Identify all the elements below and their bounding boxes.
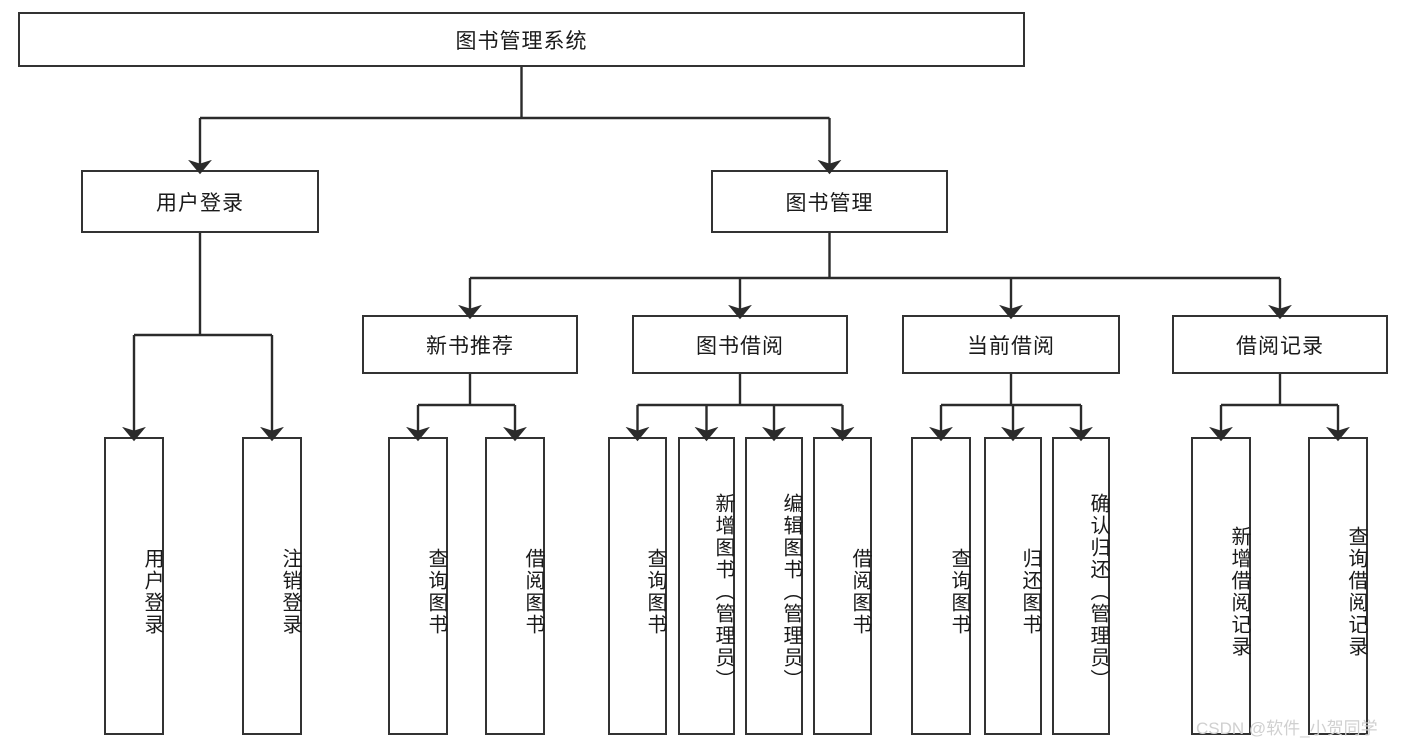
node-root[interactable]: 图书管理系统	[18, 12, 1025, 67]
node-l3_3[interactable]: 借阅记录	[1172, 315, 1388, 374]
node-leaf_5[interactable]: 新增图书（管理员）	[678, 437, 735, 735]
node-leaf_10[interactable]: 确认归还（管理员）	[1052, 437, 1110, 735]
node-l3_2[interactable]: 当前借阅	[902, 315, 1120, 374]
node-leaf_6[interactable]: 编辑图书（管理员）	[745, 437, 803, 735]
node-leaf_0[interactable]: 用户登录	[104, 437, 164, 735]
node-leaf_2[interactable]: 查询图书	[388, 437, 448, 735]
node-leaf_9[interactable]: 归还图书	[984, 437, 1042, 735]
node-leaf_1[interactable]: 注销登录	[242, 437, 302, 735]
node-l3_1[interactable]: 图书借阅	[632, 315, 848, 374]
node-leaf_8[interactable]: 查询图书	[911, 437, 971, 735]
node-l2_1[interactable]: 图书管理	[711, 170, 948, 233]
node-leaf_4[interactable]: 查询图书	[608, 437, 667, 735]
node-leaf_7[interactable]: 借阅图书	[813, 437, 872, 735]
node-leaf_12[interactable]: 查询借阅记录	[1308, 437, 1368, 735]
node-leaf_3[interactable]: 借阅图书	[485, 437, 545, 735]
node-l2_0[interactable]: 用户登录	[81, 170, 319, 233]
watermark: CSDN @软件_小贺同学	[1196, 719, 1378, 738]
node-leaf_11[interactable]: 新增借阅记录	[1191, 437, 1251, 735]
